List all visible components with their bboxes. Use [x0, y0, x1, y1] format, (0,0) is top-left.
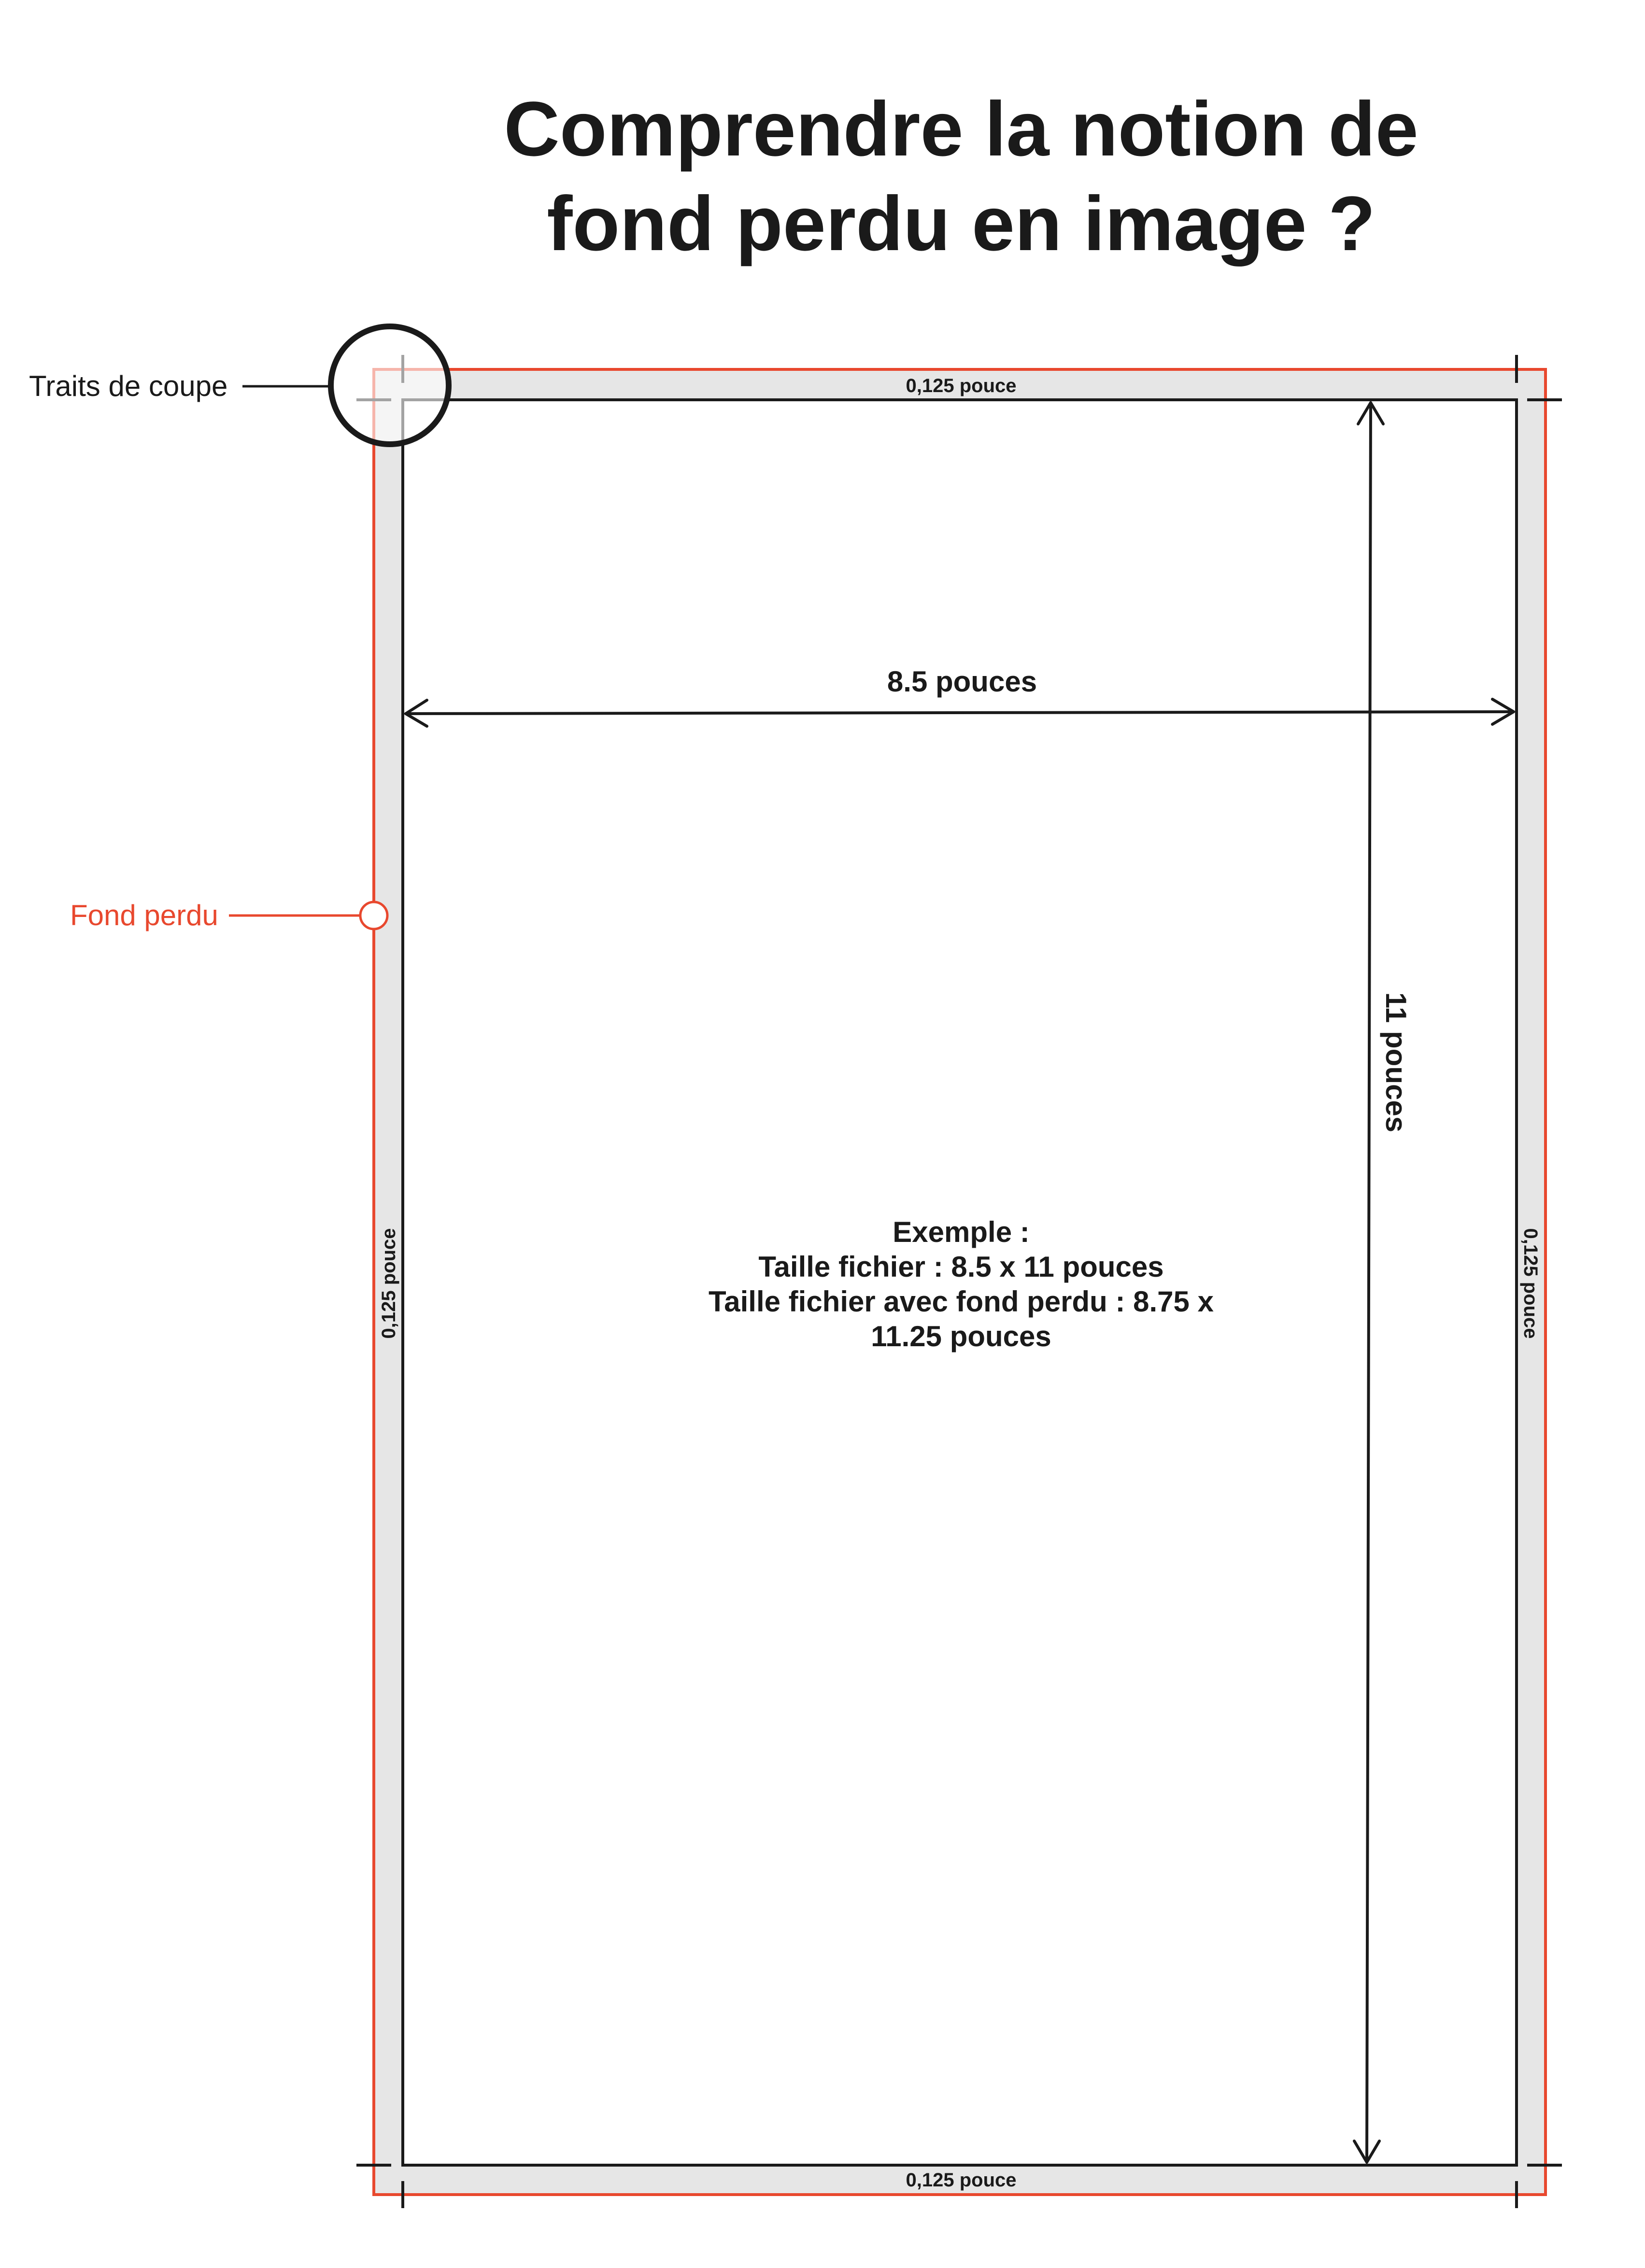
width-label: 8.5 pouces [887, 665, 1037, 698]
example-line-4: 11.25 pouces [871, 1320, 1051, 1352]
bleed-top-label: 0,125 pouce [906, 375, 1016, 396]
crop-marks-highlight-circle [328, 324, 452, 447]
bleed-left-label: 0,125 pouce [378, 1228, 399, 1338]
title-line-1: Comprendre la notion de [504, 85, 1418, 172]
example-line-1: Exemple : [893, 1216, 1029, 1248]
bleed-bottom-label: 0,125 pouce [906, 2169, 1016, 2191]
crop-marks-label: Traits de coupe [29, 370, 227, 402]
height-arrow [1353, 401, 1385, 2164]
height-label: 11 pouces [1380, 992, 1412, 1132]
title-line-2: fond perdu en image ? [547, 180, 1376, 267]
trim-area [401, 398, 1518, 2167]
example-line-3: Taille fichier avec fond perdu : 8.75 x [709, 1285, 1214, 1318]
bleed-right-label: 0,125 pouce [1520, 1228, 1541, 1338]
bleed-label: Fond perdu [70, 899, 218, 931]
example-line-2: Taille fichier : 8.5 x 11 pouces [758, 1251, 1163, 1283]
width-arrow [404, 698, 1515, 728]
bleed-marker-circle [359, 901, 389, 930]
